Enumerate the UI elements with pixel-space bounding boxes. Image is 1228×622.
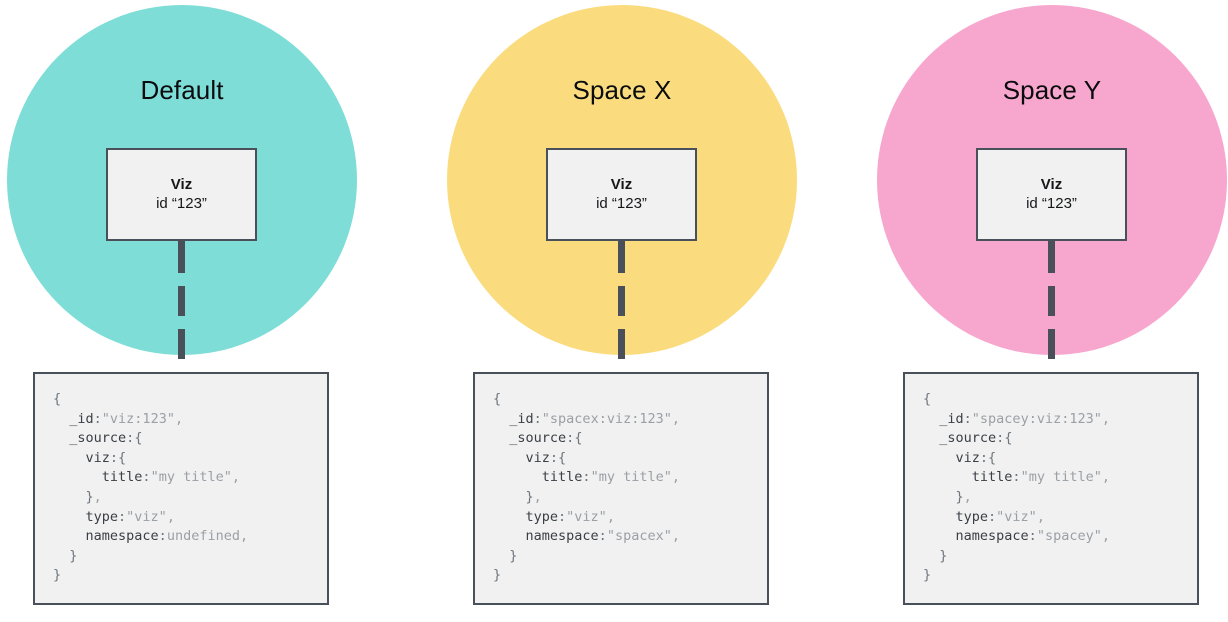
viz-node-id: id “123” [1026,195,1077,212]
dash-segment [1048,241,1055,273]
code-line: _source:{ [69,430,143,447]
code-line: { [923,391,932,407]
dash-segment [618,286,625,316]
dashed-connector-spacey [1048,241,1055,372]
code-line: type:"viz", [85,508,175,525]
code-line: type:"viz", [525,508,615,525]
code-line: viz:{ [525,449,567,466]
dash-segment [1048,286,1055,316]
viz-node-default: Viz id “123” [106,148,257,241]
viz-node-title: Viz [610,176,633,193]
code-line: type:"viz", [955,508,1045,525]
dashed-connector-default [178,241,185,372]
code-line: namespace:"spacey", [955,528,1110,545]
viz-node-title: Viz [170,176,193,193]
dash-segment [178,329,185,359]
code-line: title:"my title", [971,469,1110,486]
code-line: { [53,391,62,407]
space-panel-default: Default Viz id “123” { _id:"viz:123", _s… [2,0,362,622]
document-code-default: { _id:"viz:123", _source:{ viz:{ title:"… [53,390,327,586]
viz-node-id: id “123” [596,195,647,212]
code-line: namespace:undefined, [85,528,249,545]
code-line: _id:"spacex:viz:123", [509,410,680,427]
code-line: } [493,567,502,584]
space-title-spacey: Space Y [1002,75,1102,105]
code-line: } [53,567,62,584]
dash-segment [178,241,185,273]
code-line: }, [525,488,542,505]
code-line: viz:{ [955,449,997,466]
viz-node-spacey: Viz id “123” [976,148,1127,241]
viz-node-id: id “123” [156,195,207,212]
code-line: }, [955,488,972,505]
dashed-connector-spacex [618,241,625,372]
code-line: } [923,567,932,584]
document-code-box-default: { _id:"viz:123", _source:{ viz:{ title:"… [33,372,329,605]
viz-node-title: Viz [1040,176,1063,193]
code-line: } [939,547,948,564]
code-line: } [69,547,78,564]
space-title-default: Default [140,75,224,105]
code-line: { [493,391,502,407]
code-line: _source:{ [939,430,1013,447]
dash-segment [1048,329,1055,359]
document-code-spacex: { _id:"spacex:viz:123", _source:{ viz:{ … [493,390,767,586]
space-panel-spacey: Space Y Viz id “123” { _id:"spacey:viz:1… [872,0,1228,622]
code-line: viz:{ [85,449,127,466]
viz-node-spacex: Viz id “123” [546,148,697,241]
dash-segment [618,329,625,359]
code-line: } [509,547,518,564]
dash-segment [178,286,185,316]
space-panel-spacex: Space X Viz id “123” { _id:"spacex:viz:1… [442,0,802,622]
document-code-spacey: { _id:"spacey:viz:123", _source:{ viz:{ … [923,390,1197,586]
document-code-box-spacey: { _id:"spacey:viz:123", _source:{ viz:{ … [903,372,1199,605]
code-line: }, [85,488,102,505]
dash-segment [618,241,625,273]
code-line: _id:"spacey:viz:123", [939,410,1110,427]
space-title-spacex: Space X [572,75,672,105]
document-code-box-spacex: { _id:"spacex:viz:123", _source:{ viz:{ … [473,372,769,605]
code-line: _id:"viz:123", [69,410,184,427]
code-line: _source:{ [509,430,583,447]
code-line: namespace:"spacex", [525,528,680,545]
code-line: title:"my title", [541,469,680,486]
code-line: title:"my title", [101,469,240,486]
